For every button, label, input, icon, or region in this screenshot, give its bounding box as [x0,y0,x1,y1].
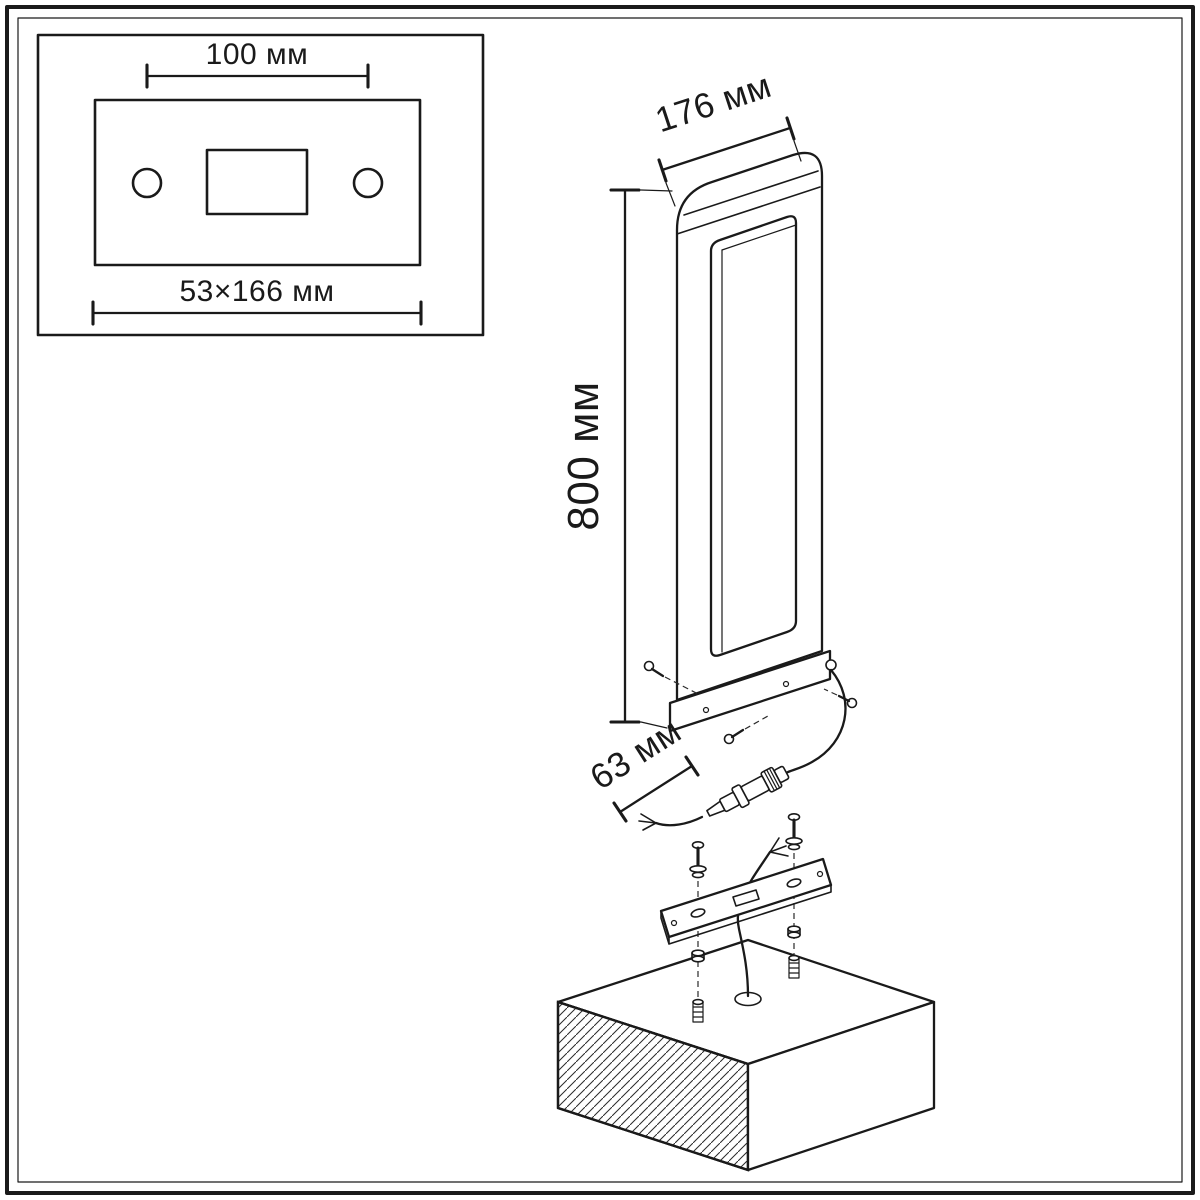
plate-slot-left [690,908,706,918]
frame-opening [709,215,798,657]
border-frame [5,5,1195,1195]
dimension-plate-size: 53×166 мм [91,275,423,326]
nut-bottom [691,955,705,963]
dimension-fixture-height: 800 мм [559,188,673,729]
base-hole-left [702,706,710,714]
concrete-foundation [556,938,936,1172]
anchor-body [692,1001,704,1023]
anchor-top [692,998,704,1006]
machine-screw-right-icon [785,812,803,851]
anchor-right-icon [788,954,800,979]
machine-screw-left-icon [689,840,707,879]
foundation-cable [736,837,789,998]
inner-frame-line [17,17,1183,1183]
mounting-plate-assembly [659,812,833,1023]
bollard-fixture [643,151,858,745]
power-connector-assembly [638,668,847,831]
base-screw-bottom-icon [723,715,769,745]
plate-cable-window [732,889,760,907]
fixture-base [668,649,832,733]
washer [785,836,803,845]
nut-bottom [787,931,801,939]
plate-size-label: 53×166 мм [179,275,334,308]
cable-run [736,850,772,998]
dim-tick-right [785,116,796,141]
dim-tick-left [612,801,628,823]
dimension-hole-spacing: 100 мм [145,38,370,89]
spring-washer [787,843,801,851]
anchor-body [788,957,800,979]
extension-top [640,189,673,192]
extension-bottom [640,721,668,729]
base-hole-right [782,680,790,688]
base-screw-right-icon [823,688,858,709]
mounting-hole-right [352,167,384,199]
wire-ends [769,837,789,857]
hole-spacing-label: 100 мм [206,38,309,71]
spring-washer [691,871,705,879]
plate-top-face [659,857,833,939]
screw-leader [664,676,701,696]
cable-gland [825,659,837,671]
washer [689,864,707,873]
outer-frame-line [5,5,1195,1195]
screw-leader [823,688,838,696]
pigtail-cable [654,815,704,827]
extension-left [665,182,676,207]
plate-corner-hole-right [816,870,824,878]
connector-length-label: 63 мм [583,711,688,797]
cap-top-edge [683,170,819,216]
inline-connector-icon [706,765,790,817]
nut-top [691,949,705,957]
dim-line [618,764,694,814]
cable-window [205,148,309,216]
plate-corner-hole-left [670,919,678,927]
cap-seam-line [676,186,821,235]
plate-thickness-edges [660,884,832,945]
plate-slot-right [786,878,802,888]
opening-depth-top [721,224,797,251]
mounting-hole-left [131,167,163,199]
detail-inset: 100 мм 53×166 мм [36,33,485,337]
dim-tick-left [657,158,668,183]
fixture-cable [784,668,847,775]
nut-right-icon [787,925,801,939]
dim-tick-right [684,755,700,777]
anchor-top [788,954,800,962]
nut-left-icon [691,949,705,963]
nut-top [787,925,801,933]
fixture-height-label: 800 мм [559,381,608,530]
base-screw-left-icon [643,660,701,696]
plate-front-view [93,98,422,267]
wire-ends [638,813,657,831]
strain-relief [706,800,726,817]
screw-tip [730,728,745,739]
dim-line [660,126,792,172]
fixture-width-label: 176 мм [651,66,776,140]
block-right-face [746,1000,936,1172]
extension-right [793,140,802,162]
knurl-lines [763,768,780,791]
screw-tip [650,667,665,678]
anchor-left-icon [692,998,704,1023]
screw-leader [744,715,769,730]
